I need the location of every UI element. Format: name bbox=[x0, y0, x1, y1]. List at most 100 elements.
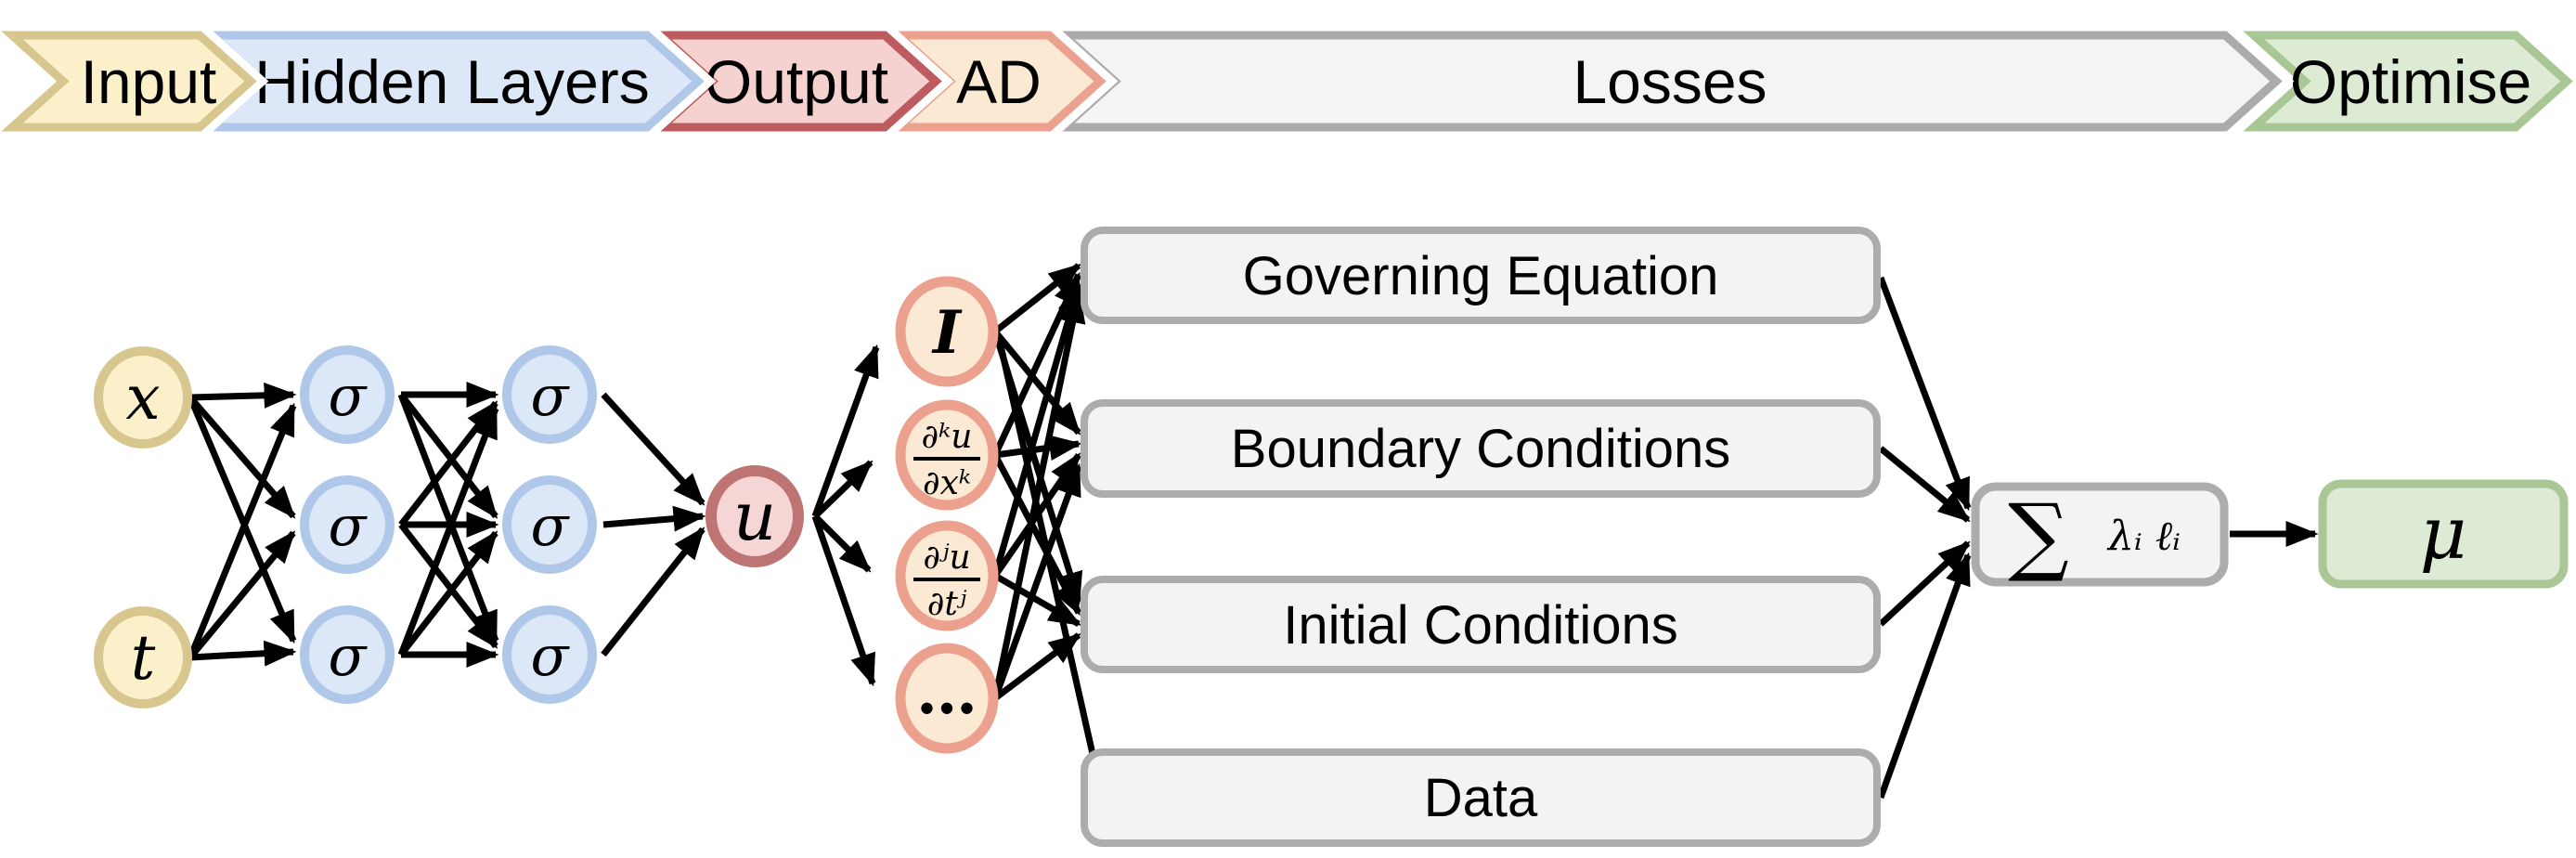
loss-box-governing-equation-label: Governing Equation bbox=[1243, 246, 1719, 306]
hidden-node: σ bbox=[502, 345, 597, 444]
banner-output-label: Output bbox=[705, 47, 888, 116]
arrow bbox=[997, 344, 1107, 795]
arrow bbox=[811, 514, 876, 687]
loss-box-initial-conditions-label: Initial Conditions bbox=[1283, 595, 1678, 656]
arrow bbox=[398, 522, 498, 649]
hidden-node-shape bbox=[300, 345, 395, 444]
arrows-input-to-hidden1 bbox=[187, 382, 297, 667]
arrow bbox=[601, 392, 705, 506]
input-node-t: t bbox=[94, 606, 192, 708]
ad-node-dudx: ∂ᵏu ∂xᵏ bbox=[895, 399, 999, 511]
arrow bbox=[602, 505, 706, 532]
arrow bbox=[812, 460, 874, 519]
connection-arrows bbox=[187, 263, 2319, 800]
loss-box-initial-conditions: Initial Conditions bbox=[1081, 576, 1881, 673]
optimiser-box-mu: μ bbox=[2318, 479, 2569, 589]
ad-node-dudt-denominator: ∂tʲ bbox=[927, 585, 967, 623]
arrows-autodiff-to-losses bbox=[991, 263, 1107, 795]
arrow bbox=[187, 402, 297, 659]
hidden-node-shape bbox=[502, 345, 597, 444]
loss-box-boundary-conditions-label: Boundary Conditions bbox=[1231, 419, 1730, 479]
hidden-node-shape bbox=[300, 475, 395, 574]
hidden-node: σ bbox=[300, 605, 395, 704]
loss-box-data: Data bbox=[1081, 748, 1881, 847]
ad-node-dudt: ∂ʲu ∂tʲ bbox=[895, 520, 999, 631]
arrow bbox=[397, 393, 499, 644]
banner-input-label: Input bbox=[81, 47, 217, 116]
ad-node-ellipsis: … bbox=[895, 643, 999, 754]
optimiser-box-mu-label: μ bbox=[2420, 492, 2467, 576]
arrows-losses-to-sum bbox=[1877, 276, 1972, 800]
arrow bbox=[1877, 552, 1972, 800]
arrow bbox=[398, 392, 498, 519]
ad-node-dudt-shape bbox=[895, 520, 999, 631]
input-node-t-label: t bbox=[131, 622, 156, 694]
arrow bbox=[811, 344, 880, 518]
hidden-node-label: σ bbox=[329, 494, 369, 559]
optimiser-box-mu-shape bbox=[2318, 479, 2569, 589]
banner-losses-label: Losses bbox=[1573, 47, 1767, 116]
autodiff-nodes: I ∂ᵏu ∂xᵏ ∂ʲu ∂tʲ … bbox=[895, 276, 999, 754]
banner-hidden-layers-label: Hidden Layers bbox=[254, 47, 650, 116]
arrows-output-to-autodiff bbox=[811, 344, 880, 687]
hidden-node-shape bbox=[502, 475, 597, 574]
output-node-u: u bbox=[705, 465, 804, 567]
arrow bbox=[991, 453, 1082, 617]
ad-node-dudx-shape bbox=[895, 399, 999, 511]
arrow bbox=[189, 640, 297, 667]
ad-node-identity: I bbox=[895, 276, 999, 387]
arrow bbox=[992, 632, 1081, 701]
ad-node-identity-shape bbox=[895, 276, 999, 387]
banner-segment-ad: AD bbox=[867, 23, 1119, 139]
input-node-x: x bbox=[94, 346, 192, 448]
arrow bbox=[187, 396, 297, 644]
input-node-x-shape bbox=[94, 346, 192, 448]
ad-node-dudt-numerator: ∂ʲu bbox=[923, 539, 970, 577]
arrow bbox=[398, 530, 498, 657]
sum-weights-label: λᵢ ℓᵢ bbox=[2106, 513, 2181, 560]
arrow bbox=[1878, 446, 1971, 523]
arrow bbox=[1877, 276, 1972, 512]
arrow bbox=[994, 435, 1082, 462]
banner-optimise-label: Optimise bbox=[2290, 47, 2531, 116]
banner-segment-losses: Losses bbox=[1032, 23, 2295, 139]
banner-segment-hidden-layers: Hidden Layers bbox=[180, 23, 717, 139]
banner-input-shape bbox=[1, 31, 257, 132]
arrow bbox=[397, 405, 499, 656]
loss-box-data-shape bbox=[1081, 748, 1881, 847]
hidden-node-label: σ bbox=[329, 364, 369, 429]
loss-box-boundary-conditions-shape bbox=[1081, 399, 1881, 498]
banner-segment-optimise: Optimise bbox=[2222, 23, 2576, 139]
arrow bbox=[398, 400, 498, 527]
hidden-node: σ bbox=[300, 345, 395, 444]
input-node-t-shape bbox=[94, 606, 192, 708]
arrow bbox=[812, 514, 872, 573]
hidden-node-label: σ bbox=[531, 624, 571, 689]
workflow-banner: Optimise Losses AD Output Hidden Layers bbox=[0, 23, 2576, 139]
sum-box: ∑ λᵢ ℓᵢ bbox=[1971, 482, 2229, 587]
banner-optimise-shape bbox=[2243, 31, 2573, 132]
arrows-hidden1-to-hidden2 bbox=[397, 382, 499, 668]
hidden-node: σ bbox=[502, 605, 597, 704]
hidden-node-shape bbox=[502, 605, 597, 704]
ad-node-identity-label: I bbox=[931, 298, 963, 368]
ad-node-dudx-numerator: ∂ᵏu bbox=[922, 418, 973, 456]
sum-symbol: ∑ bbox=[2008, 486, 2069, 585]
output-node-u-label: u bbox=[733, 477, 776, 555]
hidden-node-shape bbox=[300, 605, 395, 704]
arrows-hidden2-to-output bbox=[601, 392, 706, 657]
loss-box-governing-equation-shape bbox=[1081, 227, 1881, 324]
arrow bbox=[991, 462, 1082, 700]
arrow bbox=[188, 395, 296, 519]
banner-segment-input: Input bbox=[0, 23, 269, 139]
ad-node-ellipsis-label: … bbox=[916, 656, 977, 728]
hidden-node: σ bbox=[502, 475, 597, 574]
arrow bbox=[189, 382, 297, 409]
hidden-node-label: σ bbox=[531, 364, 571, 429]
loss-box-governing-equation: Governing Equation bbox=[1081, 227, 1881, 324]
loss-box-boundary-conditions: Boundary Conditions bbox=[1081, 399, 1881, 498]
loss-box-data-label: Data bbox=[1424, 768, 1538, 828]
loss-box-initial-conditions-shape bbox=[1081, 576, 1881, 673]
